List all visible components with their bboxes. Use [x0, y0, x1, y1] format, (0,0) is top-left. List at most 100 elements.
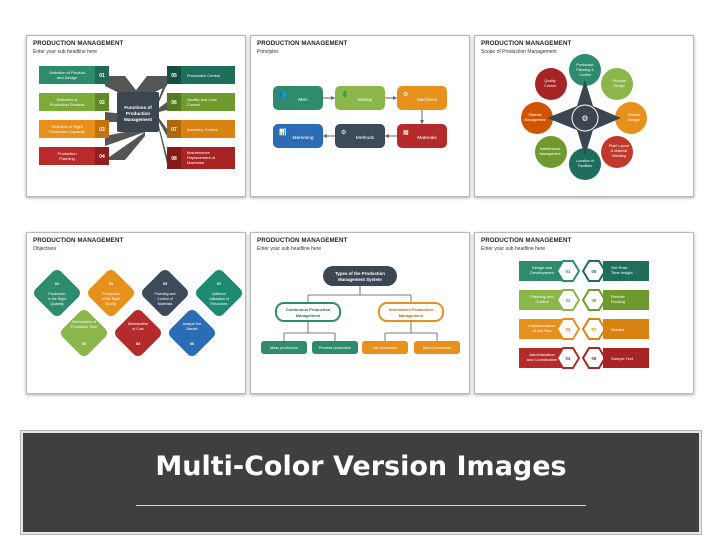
svg-text:Management: Management: [124, 117, 153, 122]
svg-text:02: 02: [566, 298, 571, 303]
svg-text:Marketing: Marketing: [292, 135, 313, 141]
svg-text:▦: ▦: [403, 130, 409, 136]
svg-text:💲: 💲: [341, 90, 348, 98]
svg-text:Control: Control: [544, 84, 556, 88]
svg-text:Production: Production: [48, 292, 65, 296]
svg-text:01: 01: [99, 73, 105, 79]
slide-title: PRODUCTION MANAGEMENT: [257, 237, 348, 244]
svg-text:06: 06: [171, 100, 177, 106]
svg-text:Planning: Planning: [59, 156, 75, 161]
svg-text:of Cost: of Cost: [132, 327, 143, 331]
svg-text:07: 07: [217, 281, 222, 286]
svg-text:Management System: Management System: [338, 277, 382, 282]
svg-text:Resources: Resources: [210, 302, 227, 306]
svg-text:Production: Production: [102, 292, 119, 296]
svg-text:07: 07: [171, 127, 177, 133]
svg-text:08: 08: [592, 356, 597, 361]
svg-text:Materials: Materials: [417, 135, 437, 141]
principle-materials: ▦ Materials: [397, 124, 447, 148]
svg-text:Plant Layout: Plant Layout: [609, 144, 629, 148]
svg-text:Minimization: Minimization: [128, 322, 148, 326]
svg-text:Inventory Control: Inventory Control: [187, 127, 218, 132]
slide-title: PRODUCTION MANAGEMENT: [33, 237, 124, 244]
svg-text:Get Real-: Get Real-: [611, 265, 629, 270]
svg-text:Materials: Materials: [158, 302, 173, 306]
slide-thumbnail-1[interactable]: PRODUCTION MANAGEMENT Enter your sub hea…: [26, 35, 246, 197]
svg-text:Analyze the: Analyze the: [183, 322, 202, 326]
svg-text:Product: Product: [628, 113, 640, 117]
slide-title: PRODUCTION MANAGEMENT: [33, 40, 124, 47]
svg-text:08: 08: [171, 156, 177, 162]
svg-text:Flexible: Flexible: [611, 294, 626, 299]
svg-text:of the Right: of the Right: [102, 297, 120, 301]
svg-text:Maintenance: Maintenance: [187, 150, 211, 155]
svg-text:04: 04: [99, 154, 105, 160]
slide-thumbnail-5[interactable]: PRODUCTION MANAGEMENT Enter your sub hea…: [250, 232, 470, 394]
slide-title: PRODUCTION MANAGEMENT: [481, 40, 572, 47]
svg-text:05: 05: [592, 269, 597, 274]
svg-text:Monitor: Monitor: [611, 327, 625, 332]
svg-text:05: 05: [163, 281, 168, 286]
svg-text:Methods: Methods: [356, 135, 375, 141]
svg-text:Management: Management: [525, 118, 546, 122]
slide-subtitle: Enter your sub headline here: [33, 49, 98, 55]
svg-text:06: 06: [592, 298, 597, 303]
svg-text:Design: Design: [628, 118, 639, 122]
slide-subtitle: Enter your sub headline here: [257, 246, 322, 252]
svg-text:and Coordination: and Coordination: [527, 357, 557, 362]
svg-text:Process: Process: [613, 79, 626, 83]
slide-thumbnail-3[interactable]: PRODUCTION MANAGEMENT Scope of Productio…: [474, 35, 694, 197]
slide-thumbnail-4[interactable]: PRODUCTION MANAGEMENT Objectives 01 Prod…: [26, 232, 246, 394]
svg-text:Quality: Quality: [105, 302, 116, 306]
svg-text:Time Insight: Time Insight: [611, 270, 634, 275]
svg-text:Quality and Cost: Quality and Cost: [187, 97, 217, 102]
svg-text:Production: Production: [57, 151, 76, 156]
svg-text:Planning &: Planning &: [576, 68, 594, 72]
svg-text:04: 04: [566, 356, 571, 361]
principle-marketing: 📊 Marketing: [273, 124, 323, 148]
svg-text:Location of: Location of: [576, 159, 594, 163]
slide-thumbnail-6[interactable]: PRODUCTION MANAGEMENT Enter your sub hea…: [474, 232, 694, 394]
svg-text:Functions of: Functions of: [124, 105, 152, 110]
svg-text:📊: 📊: [279, 128, 287, 136]
banner-divider: [136, 505, 586, 506]
principle-money: 💲 Money: [335, 86, 385, 110]
slide-subtitle: Enter your sub headline here: [481, 246, 546, 252]
svg-text:Mass production: Mass production: [270, 346, 298, 350]
svg-text:Selection of Right: Selection of Right: [51, 124, 83, 129]
types-tree-diagram: Types of the Production Management Syste…: [261, 266, 460, 354]
slide-thumbnail-2[interactable]: PRODUCTION MANAGEMENT Principles 👥Men 💲M…: [250, 35, 470, 197]
principle-machines: ⚙Machines: [397, 86, 447, 110]
svg-text:01: 01: [55, 281, 60, 286]
svg-text:Machines: Machines: [417, 97, 438, 103]
svg-text:Quantity: Quantity: [50, 302, 64, 306]
svg-text:Design and: Design and: [532, 265, 552, 270]
svg-text:Money: Money: [358, 97, 373, 103]
svg-text:Production Time: Production Time: [71, 325, 97, 329]
slide-subtitle: Objectives: [33, 246, 57, 252]
svg-text:Minimization of: Minimization of: [72, 320, 96, 324]
function-item-05: 05 Production Control: [167, 66, 235, 84]
svg-text:and Design: and Design: [57, 75, 77, 80]
svg-text:Handling: Handling: [612, 154, 626, 158]
svg-text:Types of the Production: Types of the Production: [335, 271, 385, 276]
step-05: 05 Get Real-Time Insight: [581, 260, 649, 282]
svg-text:Implementation: Implementation: [528, 323, 555, 328]
principle-methods: ⚙Methods: [335, 124, 385, 148]
svg-text:Management: Management: [399, 313, 424, 318]
svg-text:Planning and: Planning and: [155, 292, 176, 296]
svg-text:02: 02: [82, 341, 87, 346]
svg-text:Material: Material: [529, 113, 542, 117]
svg-text:Control: Control: [536, 299, 549, 304]
svg-text:Administration: Administration: [529, 352, 554, 357]
svg-text:07: 07: [592, 327, 597, 332]
svg-text:Batch production: Batch production: [423, 346, 452, 350]
svg-text:Management: Management: [296, 313, 321, 318]
